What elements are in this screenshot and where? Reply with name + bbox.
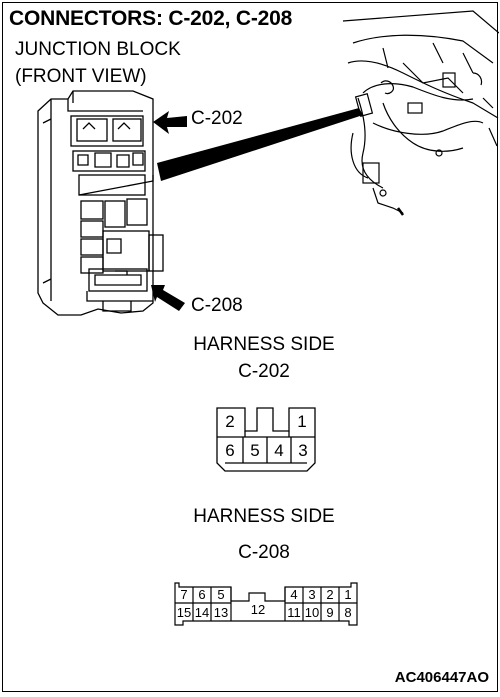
c208-pin: 14 <box>195 605 209 620</box>
c202-arrow <box>153 111 187 134</box>
dashboard-harness-illustration <box>342 10 499 216</box>
c208-pin: 7 <box>180 587 187 602</box>
junction-block-illustration <box>37 90 164 316</box>
junction-block-label: JUNCTION BLOCK <box>15 39 181 60</box>
front-view-label: (FRONT VIEW) <box>15 66 147 87</box>
c202-connector-name: C-202 <box>238 361 290 382</box>
c208-pin: 15 <box>177 605 191 620</box>
c202-pin: 4 <box>274 441 283 460</box>
c208-pin: 1 <box>344 587 351 602</box>
c202-pin: 1 <box>297 412 306 431</box>
c208-pin: 11 <box>287 605 301 620</box>
c202-connector-face <box>216 407 316 472</box>
c208-arrow <box>151 285 185 311</box>
diagram-drawing: 2 1 6 5 4 3 7 6 5 4 3 2 1 <box>37 10 499 626</box>
c208-pin: 9 <box>326 605 333 620</box>
c208-pin: 5 <box>217 587 224 602</box>
c208-pin: 3 <box>308 587 315 602</box>
c208-connector-face <box>174 582 358 626</box>
c208-harness-side-label: HARNESS SIDE <box>193 506 335 527</box>
c208-pin: 13 <box>214 605 228 620</box>
diagram-title: CONNECTORS: C-202, C-208 <box>9 7 293 30</box>
c208-pin: 10 <box>305 605 319 620</box>
c208-pin: 4 <box>290 587 297 602</box>
c202-pin: 6 <box>225 441 234 460</box>
figure-code: AC406447AO <box>394 669 489 686</box>
c208-connector-name: C-208 <box>238 542 290 563</box>
c202-pin: 3 <box>298 441 307 460</box>
c208-pin: 2 <box>326 587 333 602</box>
c202-harness-side-label: HARNESS SIDE <box>193 334 335 355</box>
c208-pin: 6 <box>198 587 205 602</box>
c202-pin: 2 <box>225 412 234 431</box>
c208-pin: 12 <box>251 602 265 617</box>
c202-pin: 5 <box>250 441 259 460</box>
c202-callout-label: C-202 <box>191 108 243 129</box>
c208-pin: 8 <box>344 605 351 620</box>
c208-callout-label: C-208 <box>191 295 243 316</box>
location-leader <box>157 108 363 181</box>
